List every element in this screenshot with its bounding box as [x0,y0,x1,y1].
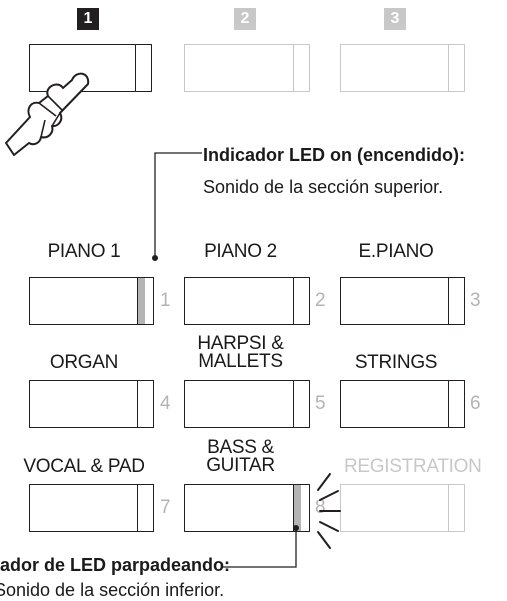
step-1-button[interactable] [29,44,152,92]
led-on-callout-body: Sonido de la sección superior. [203,177,444,197]
step-3-button[interactable] [340,44,465,92]
strings-led [448,381,456,427]
step-2-indicator: 2 [234,8,256,30]
led-blink-callout-title: ador de LED parpadeando: [0,555,231,575]
piano-1-number: 1 [160,290,171,311]
piano-1-led [137,278,145,324]
e-piano-button[interactable] [340,277,465,325]
piano-2-led [293,278,301,324]
led-blink-callout-body: Sonido de la sección inferior. [0,580,225,600]
pressing-hand-icon [5,72,90,156]
harpsi-mallets-button[interactable] [184,380,310,428]
vocal-pad-led [137,485,145,531]
strings-button[interactable] [340,380,465,428]
strings-number: 6 [470,393,481,414]
harpsi-mallets-label-line2: MALLETS [198,351,283,372]
bass-guitar-label-line1: BASS & [207,437,274,458]
bass-guitar-led [293,485,301,531]
piano-2-number: 2 [315,290,326,311]
led-blink-callout-line [223,525,299,568]
vocal-pad-number: 7 [160,497,171,518]
organ-led [137,381,145,427]
e-piano-led [448,278,456,324]
blinking-led-icon [317,473,341,549]
organ-number: 4 [160,393,171,414]
harpsi-mallets-led [293,381,301,427]
piano-1-label: PIANO 1 [47,241,121,262]
piano-2-label: PIANO 2 [204,241,277,262]
registration-label: REGISTRATION [344,456,482,477]
piano-1-button[interactable] [29,277,154,325]
organ-label: ORGAN [49,352,119,373]
step-1-indicator: 1 [77,8,99,30]
step-2-button[interactable] [184,44,310,92]
strings-label: STRINGS [354,352,438,373]
registration-led [448,485,456,531]
vocal-pad-label: VOCAL & PAD [23,456,145,477]
step-3-indicator: 3 [384,8,406,30]
organ-button[interactable] [29,380,154,428]
vocal-pad-button[interactable] [29,484,154,532]
e-piano-number: 3 [470,290,481,311]
piano-2-button[interactable] [184,277,310,325]
step-2-led [293,45,301,91]
step-1-led [135,45,143,91]
step-3-led [448,45,456,91]
led-on-callout-line [152,152,202,261]
bass-guitar-button[interactable] [184,484,310,532]
registration-button[interactable] [340,484,465,532]
harpsi-mallets-label-line1: HARPSI & [197,333,284,354]
bass-guitar-number: 8 [315,497,326,518]
harpsi-mallets-number: 5 [315,393,326,414]
bass-guitar-label-line2: GUITAR [206,455,275,476]
led-on-callout-title: Indicador LED on (encendido): [203,145,465,165]
e-piano-label: E.PIANO [358,241,434,262]
